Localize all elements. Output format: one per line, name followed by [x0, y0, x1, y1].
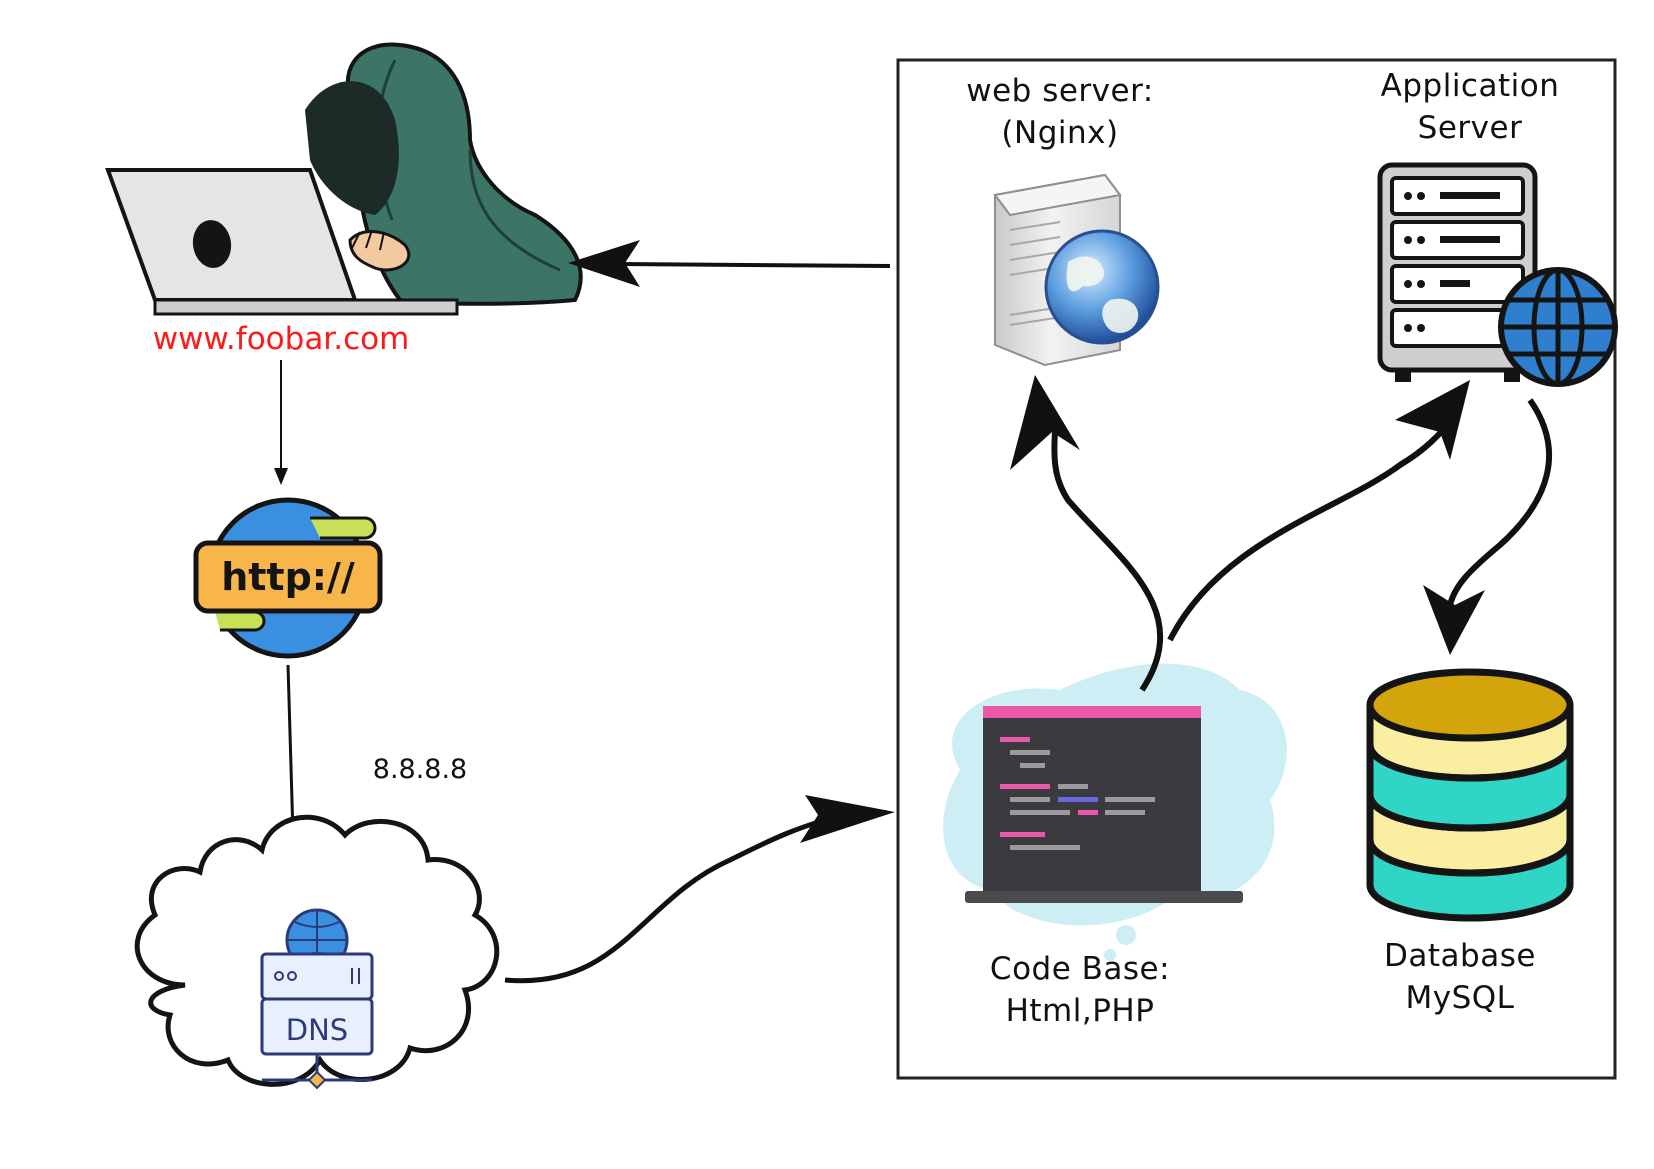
http-globe-icon: http://: [193, 497, 383, 659]
http-text: http://: [221, 555, 355, 599]
app-server-caption-line2: Server: [1417, 110, 1523, 146]
web-server-caption-line1: web server:: [966, 73, 1154, 109]
arrow-app-to-database: [1447, 398, 1553, 606]
app-server-caption-line1: Application: [1380, 68, 1560, 104]
resolver-ip-label: 8.8.8.8: [373, 754, 467, 785]
arrow-server-box-to-user: [609, 262, 891, 268]
arrow-code-to-app-server: [1167, 413, 1458, 642]
dns-text: DNS: [286, 1013, 348, 1047]
arrow-domain-to-http-head: [274, 468, 288, 485]
code-editor-laptop-icon: [943, 663, 1287, 961]
arrow-code-to-app-server-head: [1395, 380, 1470, 460]
domain-label: www.foobar.com: [153, 321, 410, 357]
arrow-app-to-database-head: [1423, 585, 1485, 655]
database-caption: Database MySQL: [1360, 935, 1560, 1019]
app-server-rack-icon: [1377, 162, 1618, 387]
code-base-caption-line2: Html,PHP: [1005, 993, 1155, 1029]
app-server-caption: Application Server: [1350, 65, 1590, 149]
database-caption-line1: Database: [1384, 938, 1536, 974]
dns-cloud-icon: DNS: [134, 814, 500, 1090]
hooded-user-laptop-icon: [105, 42, 583, 316]
arrow-code-to-web-server-head: [1010, 375, 1080, 470]
arrow-server-box-to-user-head: [568, 240, 640, 287]
laptop-logo-icon: [192, 220, 232, 268]
web-server-globe-icon: [993, 173, 1160, 367]
database-cylinder-icon: [1366, 668, 1574, 922]
code-base-caption-line1: Code Base:: [989, 951, 1171, 987]
arrow-http-to-dns: [286, 664, 295, 836]
server-box: [896, 58, 1617, 1080]
database-caption-line2: MySQL: [1405, 980, 1515, 1016]
web-server-caption-line2: (Nginx): [1001, 115, 1119, 151]
arrow-dns-to-server-box: [504, 809, 856, 984]
arrow-code-to-web-server: [1051, 419, 1164, 692]
web-server-caption: web server: (Nginx): [940, 70, 1180, 154]
arrow-dns-to-server-box-head: [800, 795, 895, 843]
code-base-caption: Code Base: Html,PHP: [960, 948, 1200, 1032]
